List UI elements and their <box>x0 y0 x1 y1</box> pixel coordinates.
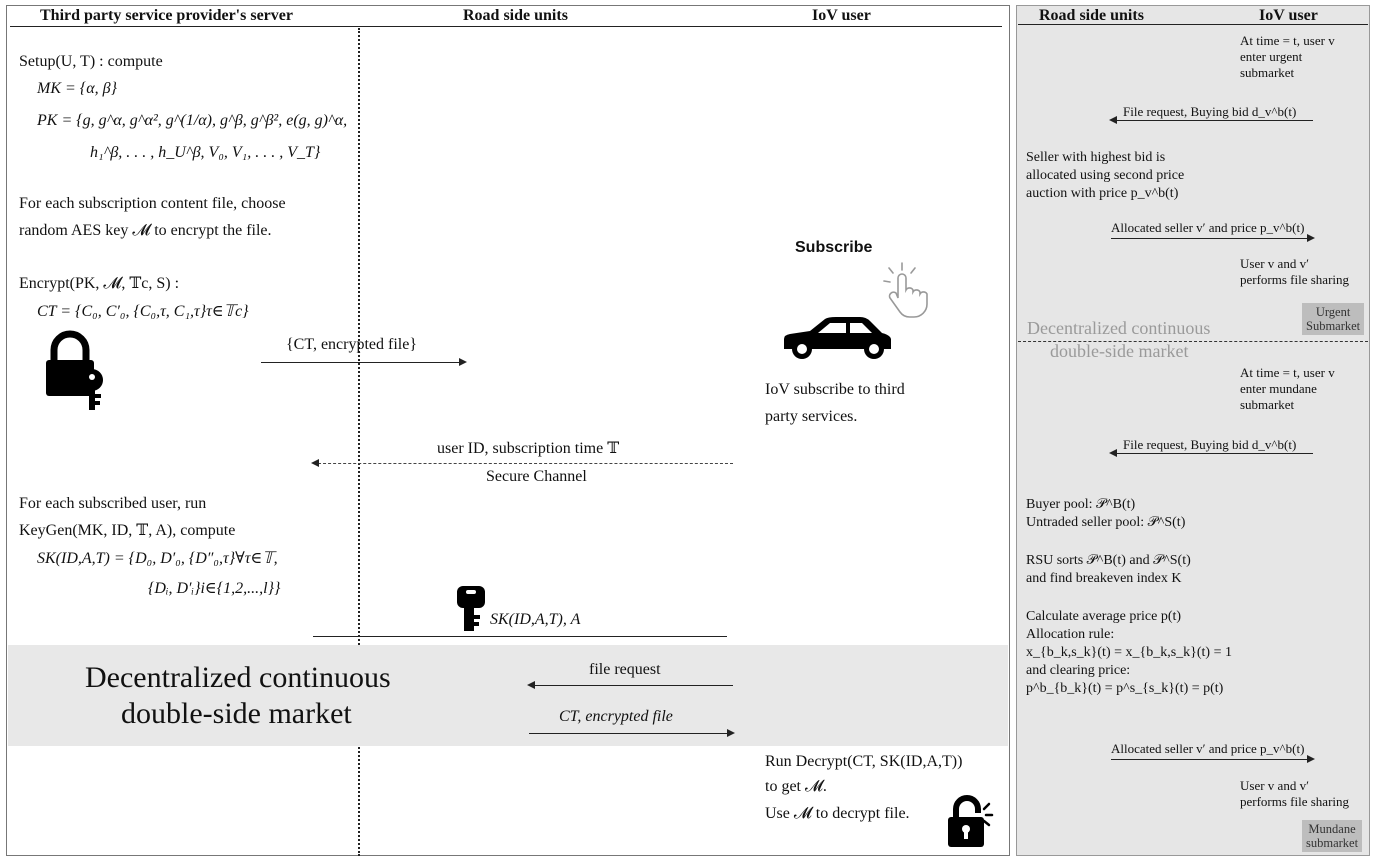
dotted-separator <box>358 28 360 856</box>
urgent-sharing-line1: User v and v′ <box>1240 256 1309 271</box>
arrow-file-request <box>527 680 733 689</box>
mundane-calc-line2: Allocation rule: <box>1026 627 1115 642</box>
arrow-ct-file <box>529 728 735 737</box>
right-header-underline <box>1018 24 1368 25</box>
aes-line1: For each subscription content file, choo… <box>19 195 286 212</box>
left-panel-frame <box>6 5 1010 856</box>
urgent-arrow-allocated <box>1111 233 1315 242</box>
key-icon <box>457 586 485 631</box>
mundane-pools: Buyer pool: 𝒫^B(t) Untraded seller pool:… <box>1026 496 1185 532</box>
mundane-badge-line1: Mundane <box>1308 822 1356 836</box>
mundane-sorts-line2: and find breakeven index K <box>1026 571 1182 586</box>
urgent-time-text: At time = t, user v enter urgent submark… <box>1240 33 1335 81</box>
encrypt-title: Encrypt(PK, 𝓜, 𝕋c, S) : <box>19 275 180 292</box>
urgent-submarket-badge: Urgent Submarket <box>1302 303 1365 335</box>
public-key-line1: PK = {g, g^α, g^α², g^(1/α), g^β, g^β², … <box>37 112 348 129</box>
right-market-divider <box>1018 341 1368 342</box>
right-header-rsu: Road side units <box>1039 7 1144 24</box>
keygen-line1: For each subscribed user, run <box>19 495 207 512</box>
arrow-sk-to-user <box>313 636 727 637</box>
car-icon <box>784 317 891 359</box>
market-title-line2: double-side market <box>121 697 352 730</box>
urgent-sharing: User v and v′ performs file sharing <box>1240 256 1349 288</box>
mundane-sorts: RSU sorts 𝒫^B(t) and 𝒫^S(t) and find bre… <box>1026 552 1191 588</box>
secure-channel-label: Secure Channel <box>486 468 587 485</box>
ciphertext: CT = {C₀, C′₀, {C₀,τ, C₁,τ}τ∈𝕋c} <box>37 303 249 320</box>
padlock-key-icon <box>46 330 103 410</box>
message-user-id: user ID, subscription time 𝕋 <box>437 440 620 457</box>
mundane-allocated: Allocated seller v′ and price p_v^b(t) <box>1111 741 1305 756</box>
urgent-sharing-line2: performs file sharing <box>1240 272 1350 287</box>
mundane-arrow-file-request <box>1109 448 1313 457</box>
message-ct-label: {CT, encrypted file} <box>286 336 418 353</box>
right-market-divider-line2: double-side market <box>1050 341 1189 361</box>
urgent-seller-line3: auction with price p_v^b(t) <box>1026 186 1179 201</box>
header-underline <box>10 26 1002 27</box>
mundane-calc-line1: Calculate average price p(t) <box>1026 609 1182 624</box>
aes-line2: random AES key 𝓜 to encrypt the file. <box>19 222 272 239</box>
urgent-time-line2: enter urgent <box>1240 49 1303 64</box>
message-secret-key: SK(ID,A,T), A <box>490 611 581 628</box>
urgent-file-request: File request, Buying bid d_v^b(t) <box>1123 104 1297 119</box>
mundane-arrow-allocated <box>1111 754 1315 763</box>
right-panel <box>1016 5 1370 856</box>
market-title-line1: Decentralized continuous <box>85 661 391 694</box>
secret-key-line1: SK(ID,A,T) = {D₀, D′₀, {D″₀,τ}∀τ∈𝕋, <box>37 550 278 567</box>
keygen-line2: KeyGen(MK, ID, 𝕋, A), compute <box>19 522 236 539</box>
mundane-badge-line2: submarket <box>1306 836 1359 850</box>
master-key: MK = {α, β} <box>37 80 117 97</box>
mundane-calc-line4: and clearing price: <box>1026 663 1131 678</box>
seller-pool: Untraded seller pool: 𝒫^S(t) <box>1026 515 1186 530</box>
urgent-badge-line1: Urgent <box>1315 305 1351 319</box>
urgent-seller-line2: allocated using second price <box>1026 168 1185 183</box>
urgent-arrow-file-request <box>1109 115 1313 124</box>
mundane-sorts-line1: RSU sorts 𝒫^B(t) and 𝒫^S(t) <box>1026 553 1191 568</box>
urgent-seller-text: Seller with highest bid is allocated usi… <box>1026 149 1184 203</box>
mundane-time-line2: enter mundane <box>1240 381 1317 396</box>
mundane-submarket-badge: Mundane submarket <box>1302 820 1363 852</box>
mundane-time-line3: submarket <box>1240 397 1295 412</box>
iov-subscribe-line1: IoV subscribe to third <box>765 381 905 398</box>
mundane-sharing-line2: performs file sharing <box>1240 794 1350 809</box>
decrypt-line2: to get 𝓜. <box>765 778 827 795</box>
tap-hand-icon <box>883 262 928 318</box>
header-iov-user: IoV user <box>812 7 871 24</box>
urgent-time-line1: At time = t, user v <box>1240 33 1335 48</box>
mundane-time-text: At time = t, user v enter mundane submar… <box>1240 365 1335 413</box>
subscribe-label: Subscribe <box>795 239 873 256</box>
buyer-pool: Buyer pool: 𝒫^B(t) <box>1026 497 1136 512</box>
header-rsu: Road side units <box>463 7 568 24</box>
mundane-calc: Calculate average price p(t) Allocation … <box>1026 608 1232 698</box>
header-server: Third party service provider's server <box>40 7 293 24</box>
mundane-file-request: File request, Buying bid d_v^b(t) <box>1123 437 1297 452</box>
unlock-icon <box>948 795 994 847</box>
urgent-time-line3: submarket <box>1240 65 1295 80</box>
mundane-time-line1: At time = t, user v <box>1240 365 1335 380</box>
urgent-seller-line1: Seller with highest bid is <box>1026 150 1166 165</box>
arrow-ct-to-rsu <box>261 357 467 366</box>
market-band <box>8 645 1008 746</box>
message-file-request: file request <box>589 661 661 678</box>
right-header-iov-user: IoV user <box>1259 7 1318 24</box>
mundane-calc-line3: x_{b_k,s_k}(t) = x_{b_k,s_k}(t) = 1 <box>1026 645 1232 660</box>
setup-title: Setup(U, T) : compute <box>19 53 163 70</box>
decrypt-line1: Run Decrypt(CT, SK(ID,A,T)) <box>765 753 963 770</box>
urgent-allocated: Allocated seller v′ and price p_v^b(t) <box>1111 220 1305 235</box>
decrypt-line3: Use 𝓜 to decrypt file. <box>765 805 910 822</box>
arrow-user-to-server <box>311 458 733 467</box>
urgent-badge-line2: Submarket <box>1306 319 1361 333</box>
message-ct-file: CT, encrypted file <box>559 708 673 725</box>
public-key-line2: h₁^β, . . . , h_U^β, V₀, V₁, . . . , V_T… <box>90 144 321 161</box>
mundane-sharing: User v and v′ performs file sharing <box>1240 778 1349 810</box>
mundane-sharing-line1: User v and v′ <box>1240 778 1309 793</box>
secret-key-line2: {Dᵢ, D′ᵢ}i∈{1,2,...,l}} <box>148 580 281 597</box>
iov-subscribe-line2: party services. <box>765 408 858 425</box>
mundane-calc-line5: p^b_{b_k}(t) = p^s_{s_k}(t) = p(t) <box>1026 681 1224 696</box>
right-market-divider-line1: Decentralized continuous <box>1027 318 1211 338</box>
